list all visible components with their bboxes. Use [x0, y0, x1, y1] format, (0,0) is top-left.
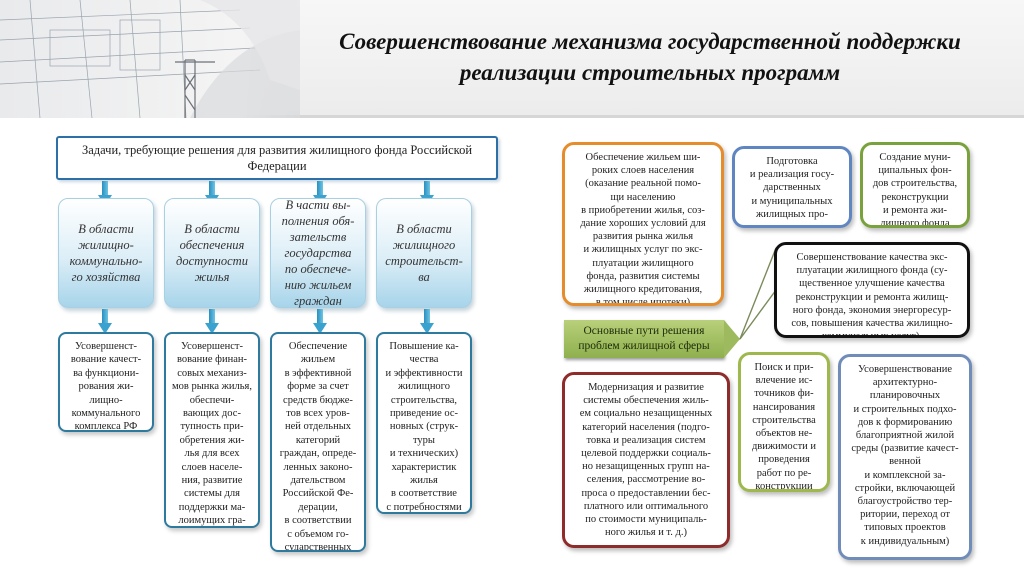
main-paths-ribbon: Основные пути решения проблем жилищной с… — [564, 320, 740, 358]
arrow-down-icon — [420, 309, 434, 335]
arrow-down-icon — [205, 309, 219, 335]
area-box-housing-construction: В области жилищного строительст- ва — [376, 198, 472, 308]
area-box-housing-utilities: В области жилищно- коммунально- го хозяй… — [58, 198, 154, 308]
path-box-operation-quality: Совершенствование качества экс- плуатаци… — [774, 242, 970, 338]
area-label: В области жилищно- коммунально- го хозяй… — [69, 222, 143, 284]
path-box-municipal-funds: Создание муни- ципальных фон- дов строит… — [860, 142, 970, 228]
detail-box-housing-construction: Повышение ка- чества и эффективности жил… — [376, 332, 472, 514]
detail-box-state-obligations: Обеспечение жильем в эффективной форме з… — [270, 332, 366, 552]
left-diagram: Задачи, требующие решения для развития ж… — [30, 128, 502, 568]
area-box-housing-affordability: В области обеспечения доступности жилья — [164, 198, 260, 308]
blueprint-drawing-icon — [0, 0, 300, 118]
area-label: В области жилищного строительст- ва — [385, 222, 463, 284]
blueprint-illustration — [0, 0, 300, 118]
path-box-financing-sources: Поиск и при- влечение ис- точников фи- н… — [738, 352, 830, 492]
area-box-state-obligations: В части вы- полнения обя- зательств госу… — [270, 198, 366, 308]
path-box-social-housing: Модернизация и развитие системы обеспече… — [562, 372, 730, 548]
title-line-2: реализации строительных программ — [459, 60, 841, 85]
right-diagram: Обеспечение жильем ши- роких слоев насел… — [552, 128, 1024, 568]
detail-box-housing-affordability: Усовершенст- вование финан- совых механи… — [164, 332, 260, 528]
slide-header: Совершенствование механизма государствен… — [0, 0, 1024, 118]
tasks-header-box: Задачи, требующие решения для развития ж… — [56, 136, 498, 180]
path-box-architecture-approaches: Усовершенствование архитектурно- планиро… — [838, 354, 972, 560]
area-label: В части вы- полнения обя- зательств госу… — [281, 198, 355, 308]
title-line-1: Совершенствование механизма государствен… — [339, 29, 961, 54]
arrow-down-icon — [98, 309, 112, 335]
path-box-housing-programs: Подготовка и реализация госу- дарственны… — [732, 146, 852, 228]
arrow-down-icon — [313, 309, 327, 335]
path-box-housing-provision: Обеспечение жильем ши- роких слоев насел… — [562, 142, 724, 306]
area-label: В области обеспечения доступности жилья — [176, 222, 248, 284]
detail-box-housing-utilities: Усовершенст- вование качест- ва функцион… — [58, 332, 154, 432]
slide-title: Совершенствование механизма государствен… — [290, 26, 1010, 88]
